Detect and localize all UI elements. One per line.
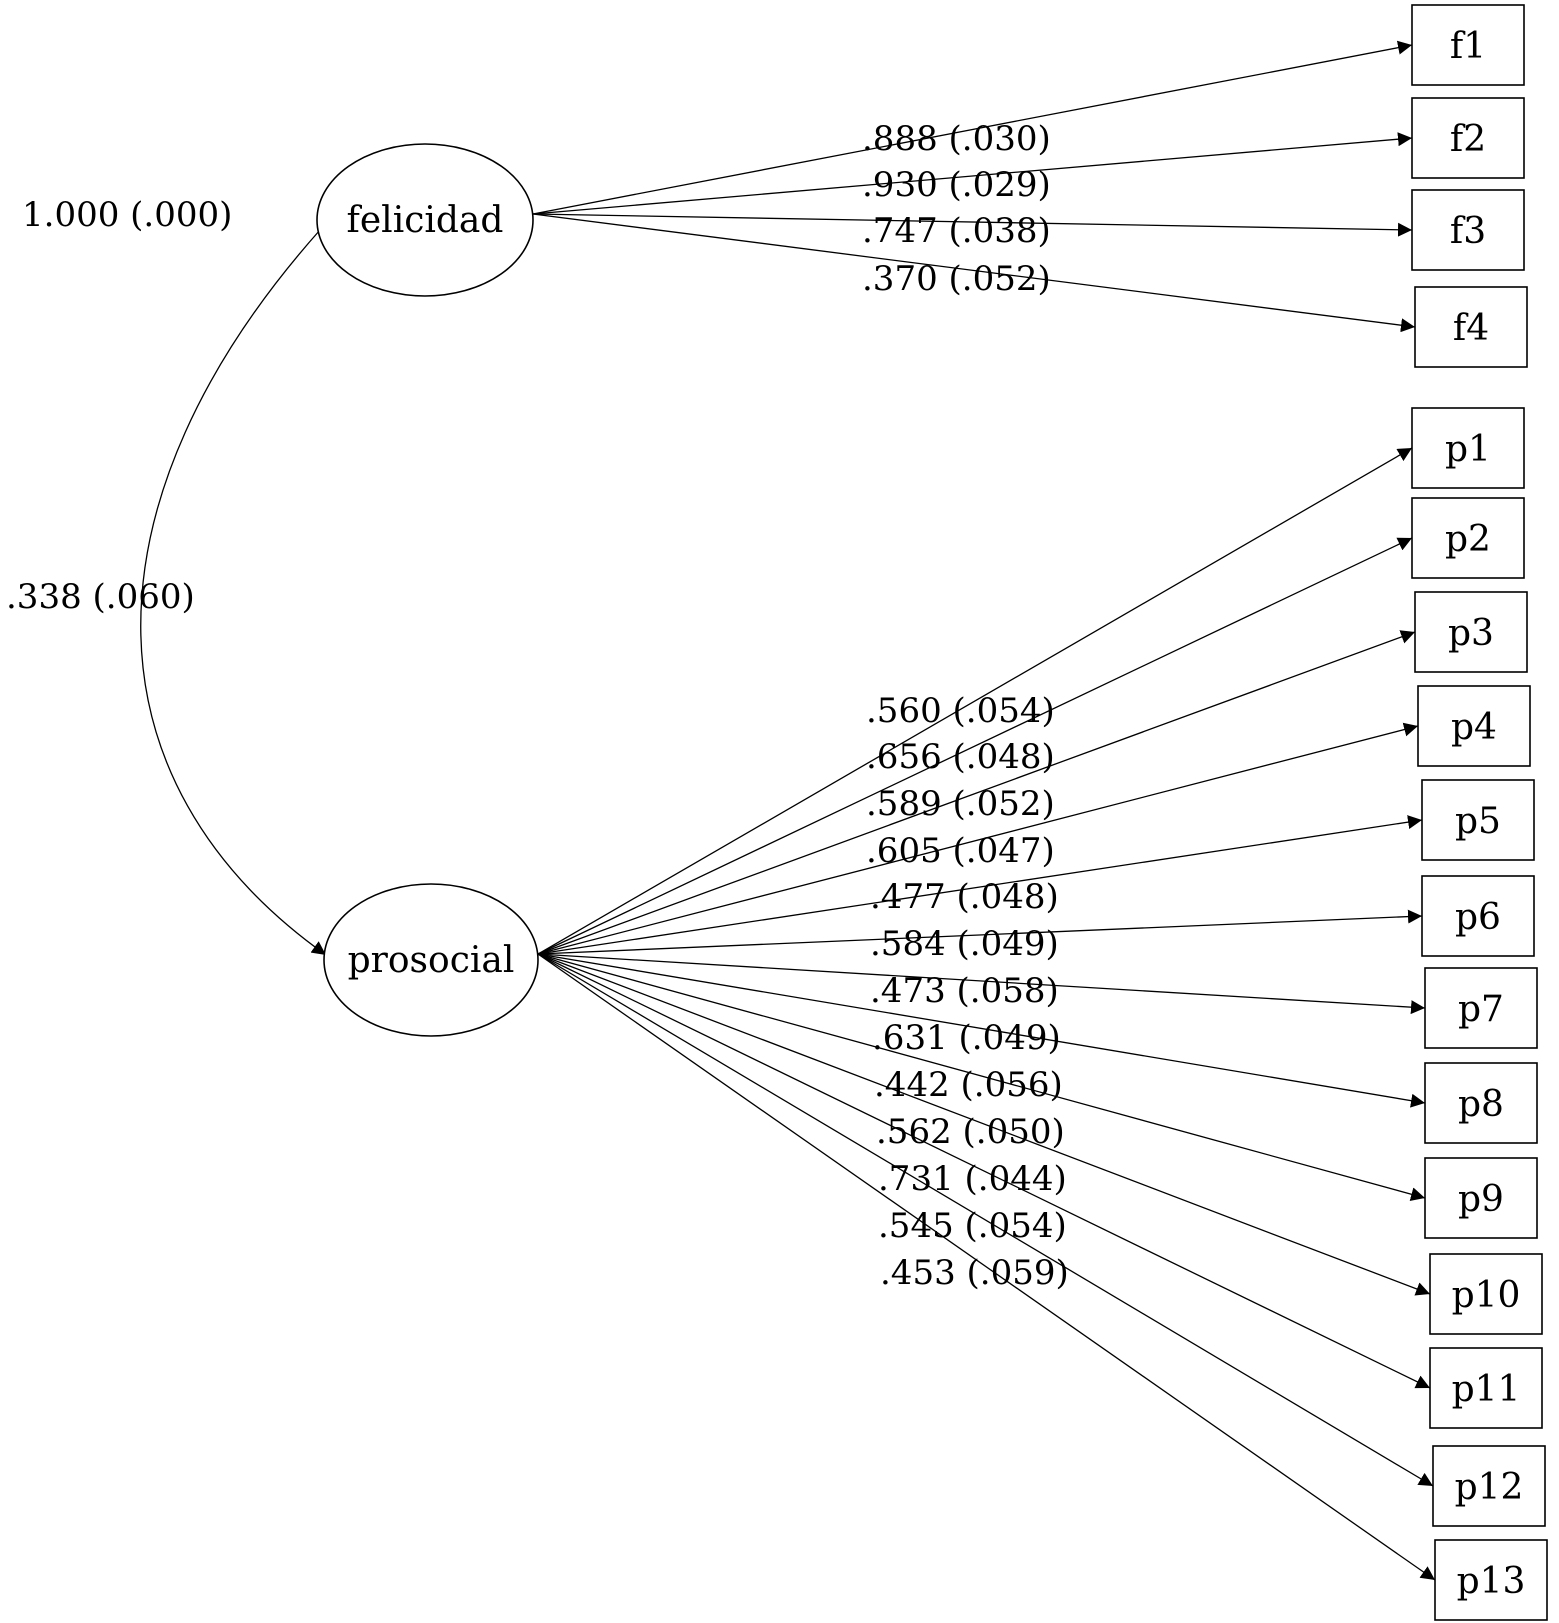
indicator-node-f3: f3 — [1411, 189, 1525, 271]
indicator-node-p8: p8 — [1424, 1062, 1538, 1144]
indicator-box-p6 — [1421, 875, 1535, 957]
indicator-box-p10 — [1429, 1253, 1543, 1335]
indicator-node-p7: p7 — [1424, 967, 1538, 1049]
indicator-box-f3 — [1411, 189, 1525, 271]
indicator-box-p11 — [1429, 1347, 1543, 1429]
indicator-label-f1: f1 — [1450, 26, 1486, 67]
indicator-box-f4 — [1414, 286, 1528, 368]
indicator-box-p4 — [1417, 685, 1531, 767]
loading-label-p5: .477 (.048) — [870, 877, 1059, 917]
loading-arrow-p13 — [537, 953, 1436, 1581]
indicator-box-f1 — [1411, 4, 1525, 86]
loading-arrow-p3 — [537, 630, 1416, 955]
latent-ellipse-prosocial — [323, 883, 539, 1037]
indicator-node-p12: p12 — [1432, 1445, 1546, 1527]
indicator-node-p9: p9 — [1424, 1157, 1538, 1239]
loading-label-p11: .731 (.044) — [878, 1159, 1067, 1199]
loading-label-p1: .560 (.054) — [866, 691, 1055, 731]
indicator-box-p9 — [1424, 1157, 1538, 1239]
loading-label-p7: .473 (.058) — [870, 971, 1059, 1011]
loading-label-p3: .589 (.052) — [866, 784, 1055, 824]
indicator-node-f1: f1 — [1411, 4, 1525, 86]
loading-label-p4: .605 (.047) — [866, 831, 1055, 871]
loading-arrow-p7 — [537, 953, 1426, 1015]
indicator-node-p11: p11 — [1429, 1347, 1543, 1429]
loading-arrow-p1 — [537, 447, 1413, 955]
indicator-node-f4: f4 — [1414, 286, 1528, 368]
variance-label: 1.000 (.000) — [22, 195, 232, 235]
indicator-node-p1: p1 — [1411, 407, 1525, 489]
indicator-box-p3 — [1414, 591, 1528, 673]
loading-arrow-p5 — [537, 815, 1423, 955]
loading-label-p8: .631 (.049) — [872, 1018, 1061, 1058]
indicator-node-p2: p2 — [1411, 497, 1525, 579]
latent-node-prosocial: prosocial — [323, 883, 539, 1037]
loading-label-p10: .562 (.050) — [876, 1112, 1065, 1152]
loading-arrow-p4 — [537, 722, 1419, 955]
indicator-node-p6: p6 — [1421, 875, 1535, 957]
indicator-label-p9: p9 — [1458, 1179, 1504, 1220]
loading-label-p13: .453 (.059) — [880, 1253, 1069, 1293]
indicator-box-p2 — [1411, 497, 1525, 579]
loading-label-p2: .656 (.048) — [866, 737, 1055, 777]
loading-label-f1: .888 (.030) — [862, 119, 1051, 159]
indicator-label-p6: p6 — [1455, 897, 1501, 938]
loading-arrow-p8 — [537, 953, 1426, 1108]
indicator-label-p3: p3 — [1448, 613, 1494, 654]
indicator-box-p13 — [1434, 1539, 1548, 1621]
loading-arrow-f2 — [532, 132, 1413, 215]
indicator-box-p1 — [1411, 407, 1525, 489]
latent-ellipse-felicidad — [316, 143, 534, 297]
indicator-label-p5: p5 — [1455, 801, 1501, 842]
indicator-label-p12: p12 — [1455, 1467, 1524, 1508]
loading-label-f2: .930 (.029) — [862, 165, 1051, 205]
loading-label-p6: .584 (.049) — [870, 924, 1059, 964]
indicator-label-p13: p13 — [1457, 1561, 1526, 1602]
indicator-box-p8 — [1424, 1062, 1538, 1144]
loading-arrow-p2 — [537, 537, 1413, 955]
indicator-label-f2: f2 — [1450, 119, 1486, 160]
indicator-node-p13: p13 — [1434, 1539, 1548, 1621]
loading-arrow-p11 — [537, 953, 1431, 1389]
loading-arrow-f4 — [532, 213, 1416, 333]
indicator-node-p4: p4 — [1417, 685, 1531, 767]
loading-label-f4: .370 (.052) — [862, 259, 1051, 299]
indicator-label-f4: f4 — [1453, 308, 1489, 349]
indicator-node-f2: f2 — [1411, 97, 1525, 179]
indicator-node-p5: p5 — [1421, 779, 1535, 861]
indicator-label-p1: p1 — [1445, 429, 1491, 470]
indicator-box-p5 — [1421, 779, 1535, 861]
latent-label-felicidad: felicidad — [347, 200, 504, 241]
indicator-label-p2: p2 — [1445, 519, 1491, 560]
indicator-label-f3: f3 — [1450, 211, 1486, 252]
loading-arrow-f1 — [532, 40, 1413, 215]
loading-arrow-f3 — [532, 213, 1413, 237]
loading-label-p9: .442 (.056) — [874, 1065, 1063, 1105]
indicator-label-p11: p11 — [1452, 1369, 1521, 1410]
loading-arrow-p10 — [537, 953, 1431, 1296]
indicator-box-f2 — [1411, 97, 1525, 179]
loading-label-p12: .545 (.054) — [878, 1206, 1067, 1246]
indicator-label-p4: p4 — [1451, 707, 1497, 748]
indicator-box-p12 — [1432, 1445, 1546, 1527]
loading-arrow-p9 — [537, 953, 1426, 1202]
latent-label-prosocial: prosocial — [348, 940, 515, 981]
covariance-path — [140, 214, 335, 956]
loading-arrow-p6 — [537, 909, 1423, 955]
indicator-node-p3: p3 — [1414, 591, 1528, 673]
indicator-node-p10: p10 — [1429, 1253, 1543, 1335]
latent-node-felicidad: felicidad — [316, 143, 534, 297]
indicator-box-p7 — [1424, 967, 1538, 1049]
loading-label-f3: .747 (.038) — [862, 211, 1051, 251]
indicator-label-p7: p7 — [1458, 989, 1504, 1030]
indicator-label-p8: p8 — [1458, 1084, 1504, 1125]
indicator-label-p10: p10 — [1452, 1275, 1521, 1316]
loading-arrow-p12 — [537, 953, 1434, 1487]
covariance-label: .338 (.060) — [6, 577, 195, 617]
